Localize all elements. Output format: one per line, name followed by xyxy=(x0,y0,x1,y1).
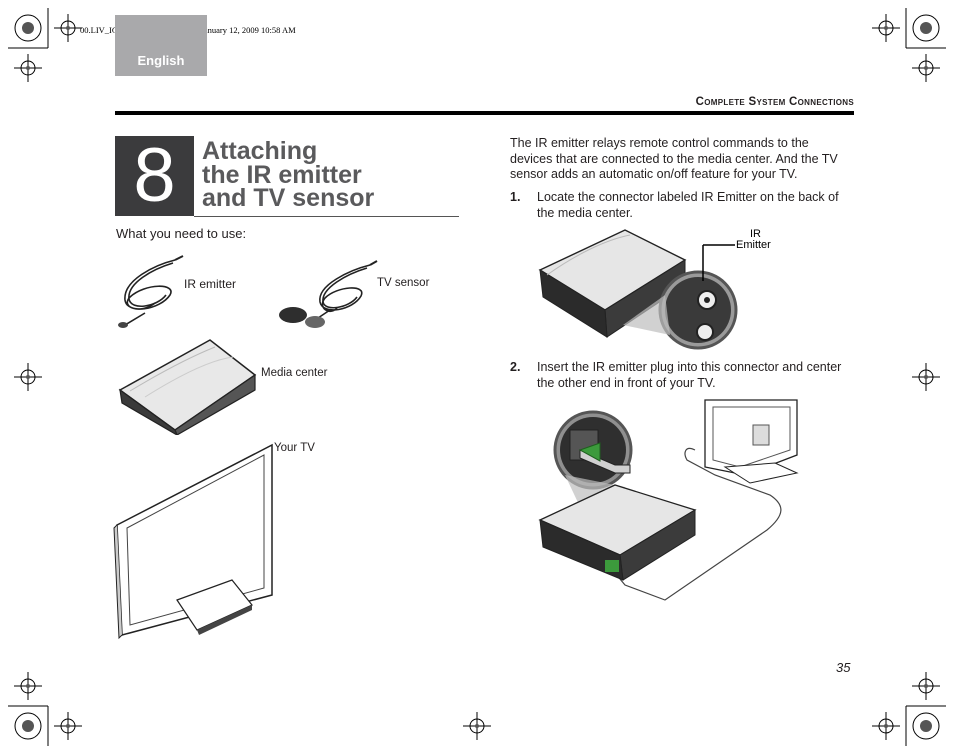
callout-line: Emitter xyxy=(736,239,771,251)
section-header: Complete System Connections xyxy=(695,96,854,108)
chapter-number: 8 xyxy=(133,133,176,218)
header-rule xyxy=(115,111,854,115)
intro-paragraph: The IR emitter relays remote control com… xyxy=(510,136,838,181)
media-center-label: Media center xyxy=(261,367,328,379)
step-text: Insert the IR emitter plug into this con… xyxy=(537,360,842,390)
ir-emitter-callout: IR Emitter xyxy=(736,229,771,251)
emitter-placement-illustration xyxy=(538,399,799,601)
step-number: 1. xyxy=(510,190,521,204)
tv-sensor-label: TV sensor xyxy=(377,277,430,289)
step-1: 1. Locate the connector labeled IR Emitt… xyxy=(510,189,850,223)
tv-illustration xyxy=(113,443,273,640)
language-tab-label: English xyxy=(137,53,185,68)
language-tab: English xyxy=(115,15,207,76)
step-number: 2. xyxy=(510,360,521,374)
callout-line: IR xyxy=(750,228,761,240)
media-center-illustration xyxy=(118,339,257,435)
chapter-title-line: and TV sensor xyxy=(202,184,375,212)
connector-illustration xyxy=(538,229,738,350)
chapter-title-line: Attaching xyxy=(202,137,318,165)
chapter-rule xyxy=(194,216,459,217)
step-2: 2. Insert the IR emitter plug into this … xyxy=(510,359,850,393)
chapter-title: Attaching the IR emitter and TV sensor xyxy=(202,137,375,212)
ir-emitter-label: IR emitter xyxy=(184,277,237,291)
page-number: 35 xyxy=(836,660,851,675)
your-tv-label: Your TV xyxy=(274,442,315,454)
step-text: Locate the connector labeled IR Emitter … xyxy=(537,190,839,220)
ir-emitter-illustration xyxy=(118,255,184,328)
need-label: What you need to use: xyxy=(116,226,247,241)
chapter-number-box: 8 xyxy=(115,133,194,218)
tv-sensor-illustration xyxy=(279,260,378,328)
chapter-title-line: the IR emitter xyxy=(202,160,362,189)
